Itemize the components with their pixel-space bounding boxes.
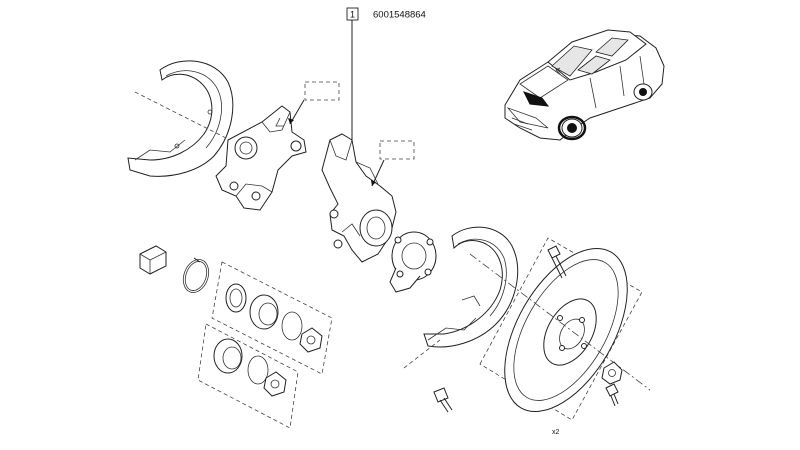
splash-shield-left — [127, 60, 234, 177]
knuckle-left-label-box — [288, 81, 340, 125]
circlip-ring — [182, 257, 210, 293]
detail-mark-label: x2 — [552, 429, 560, 436]
bearing-kit-lower — [197, 323, 299, 429]
part-number-label: 6001548864 — [373, 10, 426, 21]
brake-splash-shield-right — [403, 226, 519, 369]
grease-block — [139, 245, 167, 275]
brake-disc: x2 — [469, 237, 651, 436]
reference-marker-text: 1 — [350, 10, 355, 20]
steering-knuckle-left — [215, 105, 307, 211]
bearing-kit-upper — [211, 261, 333, 375]
part-reference-callout[interactable]: 1 6001548864 — [346, 7, 426, 148]
screws — [433, 245, 623, 413]
steering-knuckle-center — [321, 133, 397, 263]
car-illustration — [504, 29, 665, 141]
wheel-hub — [389, 231, 437, 293]
knuckle-center-label-box — [371, 140, 415, 187]
